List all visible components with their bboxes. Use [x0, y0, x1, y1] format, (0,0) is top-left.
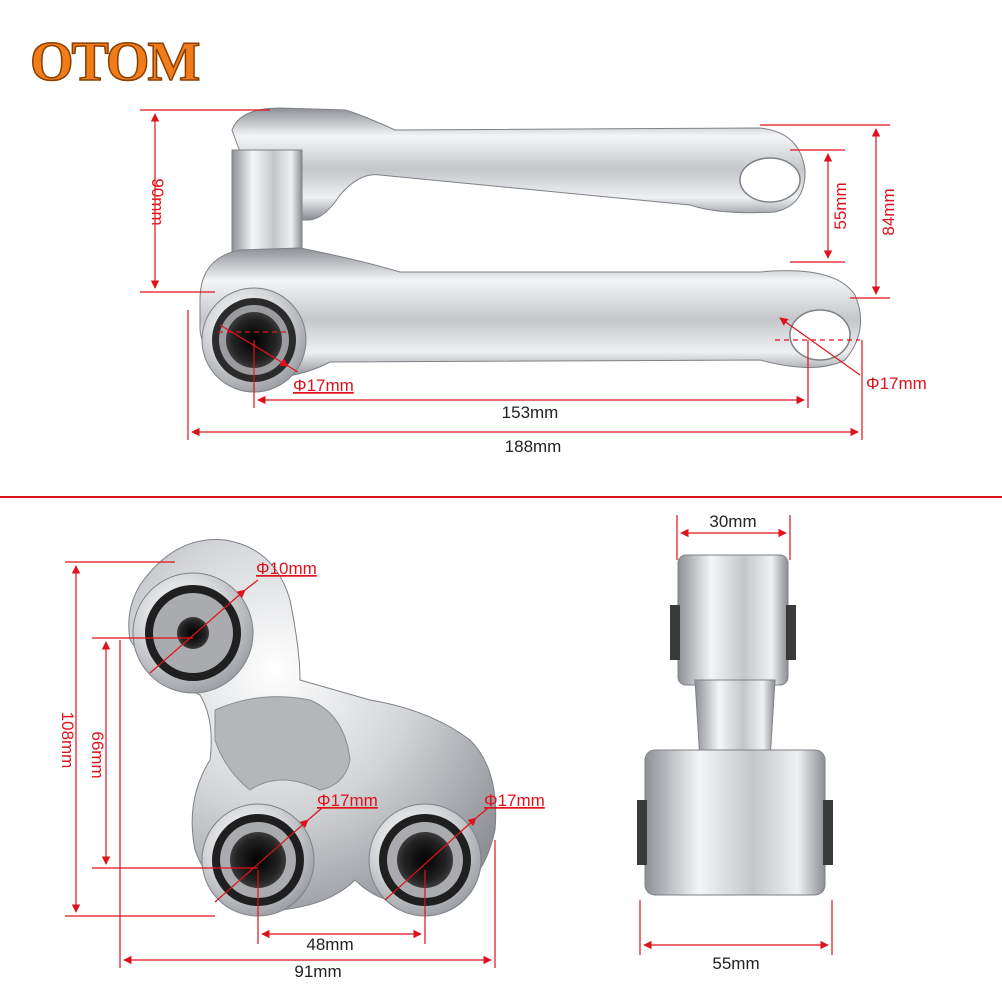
height-right-inner-label: 55mm — [831, 182, 850, 229]
front-top-width-label: 30mm — [709, 512, 756, 531]
bore-top-label: Φ10mm — [256, 559, 317, 578]
front-top-bearing-left — [670, 605, 680, 660]
front-bottom-cylinder — [644, 749, 826, 896]
overall-length-label: 188mm — [505, 437, 562, 456]
top-view-dimensions — [140, 109, 890, 440]
linkage-front-view — [637, 554, 833, 896]
front-neck — [694, 679, 776, 761]
lower-right-bushing-bore — [397, 832, 453, 888]
dogbone-upper-eye — [739, 157, 801, 203]
lower-left-bushing-bore — [230, 832, 286, 888]
lower-center-distance-label: 48mm — [306, 935, 353, 954]
bore-left-label: Φ17mm — [293, 376, 354, 395]
dogbone-lower-eye — [789, 309, 851, 361]
dogbone-upper-arm — [231, 107, 806, 221]
bore-lower-left-label: Φ17mm — [317, 791, 378, 810]
overall-width-label: 91mm — [294, 962, 341, 981]
front-bottom-bearing-right — [823, 800, 833, 865]
overall-height-label: 108mm — [58, 712, 77, 769]
height-left-label: 90mm — [148, 178, 167, 225]
front-bottom-width-label: 55mm — [712, 954, 759, 973]
linkage-side-view — [128, 539, 497, 917]
brand-logo-text: OTOM — [30, 31, 199, 93]
center-height-label: 66mm — [88, 731, 107, 778]
bore-lower-right-label: Φ17mm — [484, 791, 545, 810]
front-view-dimensions — [639, 515, 833, 955]
front-top-bearing-right — [786, 605, 796, 660]
linkage-web-recess — [214, 696, 351, 791]
bore-right-label: Φ17mm — [866, 374, 927, 393]
height-right-outer-label: 84mm — [879, 188, 898, 235]
front-top-cylinder — [677, 554, 789, 686]
center-distance-label: 153mm — [502, 403, 559, 422]
side-view-dimensions — [65, 561, 496, 968]
brand-logo: OTOM — [29, 30, 202, 94]
dogbone-spacer-cylinder — [231, 149, 303, 261]
dogbone-top-view — [199, 107, 862, 393]
front-bottom-bearing-left — [637, 800, 647, 865]
top-bushing-bore — [177, 617, 209, 649]
